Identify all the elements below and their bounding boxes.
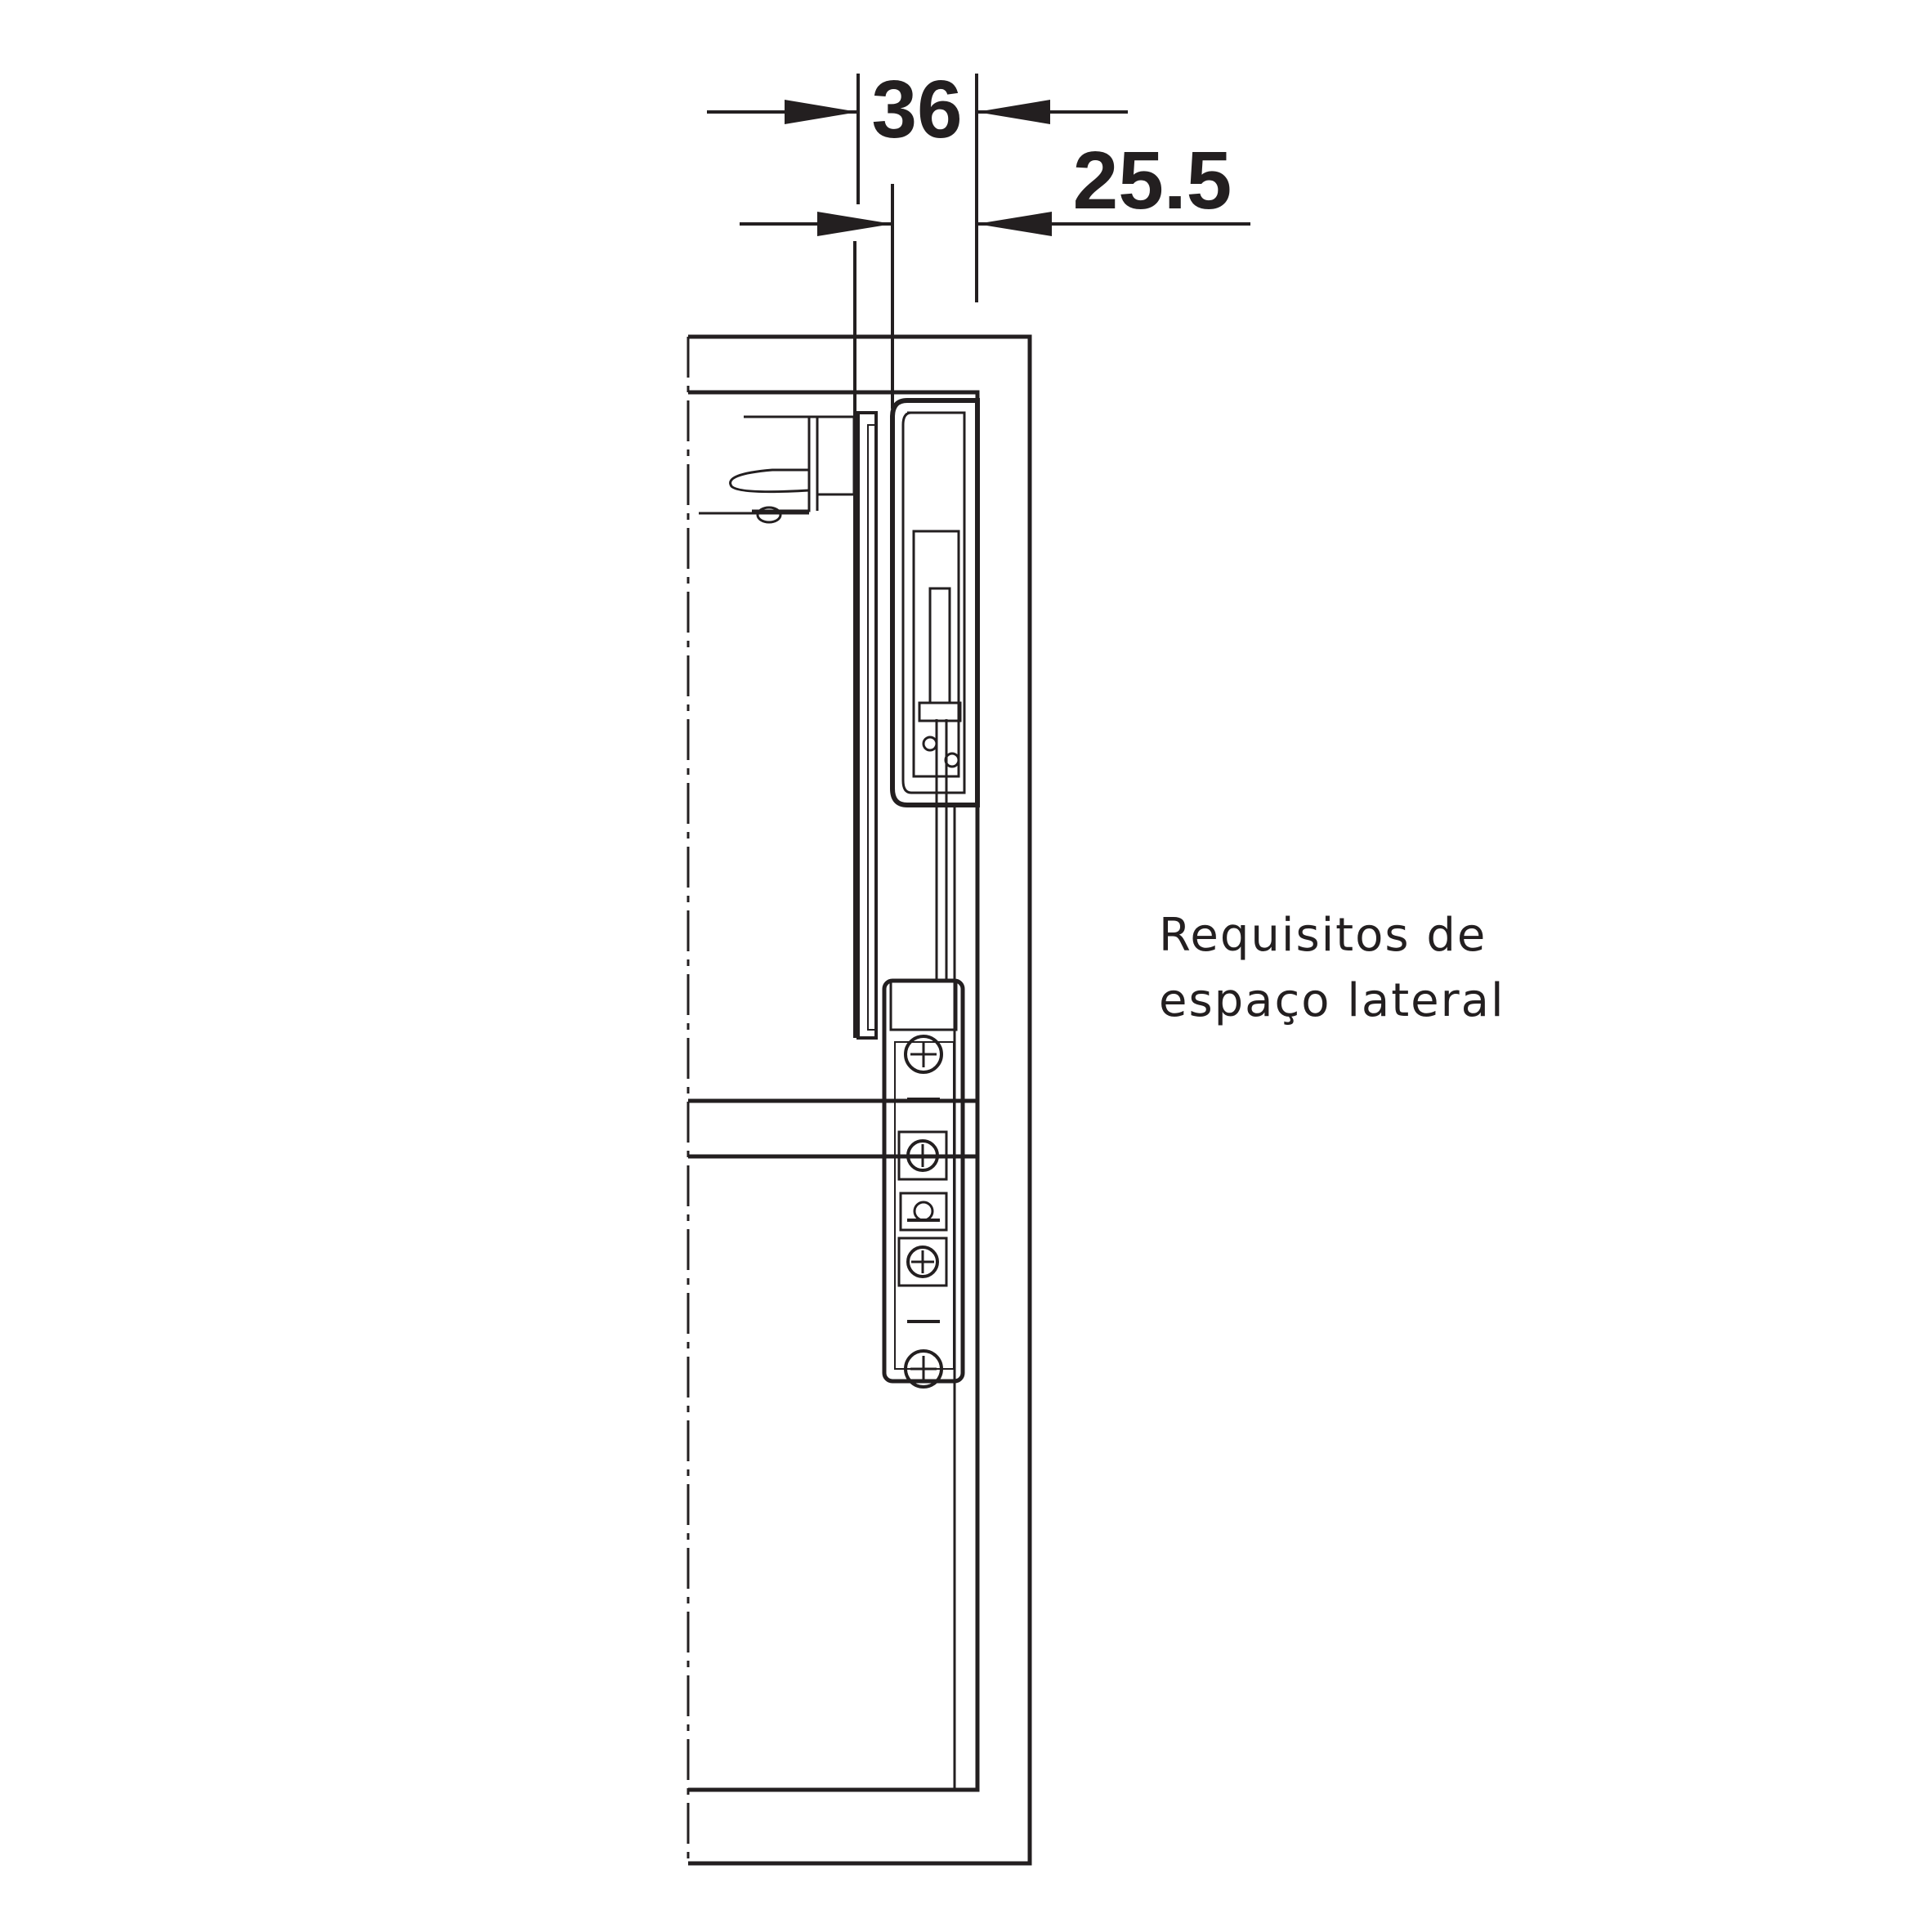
door-plate-inner — [867, 424, 877, 1031]
upper-bracket-tab — [729, 468, 810, 494]
arrowhead-left-36 — [785, 100, 858, 124]
screw-2 — [897, 1130, 948, 1181]
piston-pin-1 — [922, 736, 938, 752]
screw-3 — [899, 1192, 948, 1232]
screw-1 — [904, 1035, 943, 1074]
cabinet-inner-outline — [688, 390, 980, 1792]
caption-side-space-requirements: Requisitos de espaço lateral — [1159, 903, 1505, 1034]
caption-line-1: Requisitos de — [1159, 909, 1487, 962]
dimension-label-36: 36 — [871, 64, 962, 155]
lift-housing — [890, 398, 980, 807]
arrowhead-left-25-5 — [817, 212, 892, 236]
dimension-36 — [707, 74, 1128, 302]
dimension-label-25-5: 25.5 — [1073, 135, 1232, 226]
dimension-25-5 — [740, 184, 1250, 1038]
cabinet-outer-outline — [688, 334, 1032, 1866]
arrowhead-right-36 — [977, 100, 1050, 124]
hinge-mechanism — [699, 398, 980, 1389]
caption-line-2: espaço lateral — [1159, 974, 1505, 1027]
piston-cylinder — [928, 587, 951, 704]
piston-collar — [918, 701, 962, 722]
upper-bracket — [744, 415, 856, 512]
upper-bracket-hole — [756, 506, 782, 524]
screw-5 — [904, 1349, 943, 1389]
lower-plate-top — [889, 979, 958, 1031]
screw-4 — [897, 1237, 948, 1287]
arrowhead-right-25-5 — [977, 212, 1052, 236]
lift-housing-inner — [901, 411, 966, 794]
